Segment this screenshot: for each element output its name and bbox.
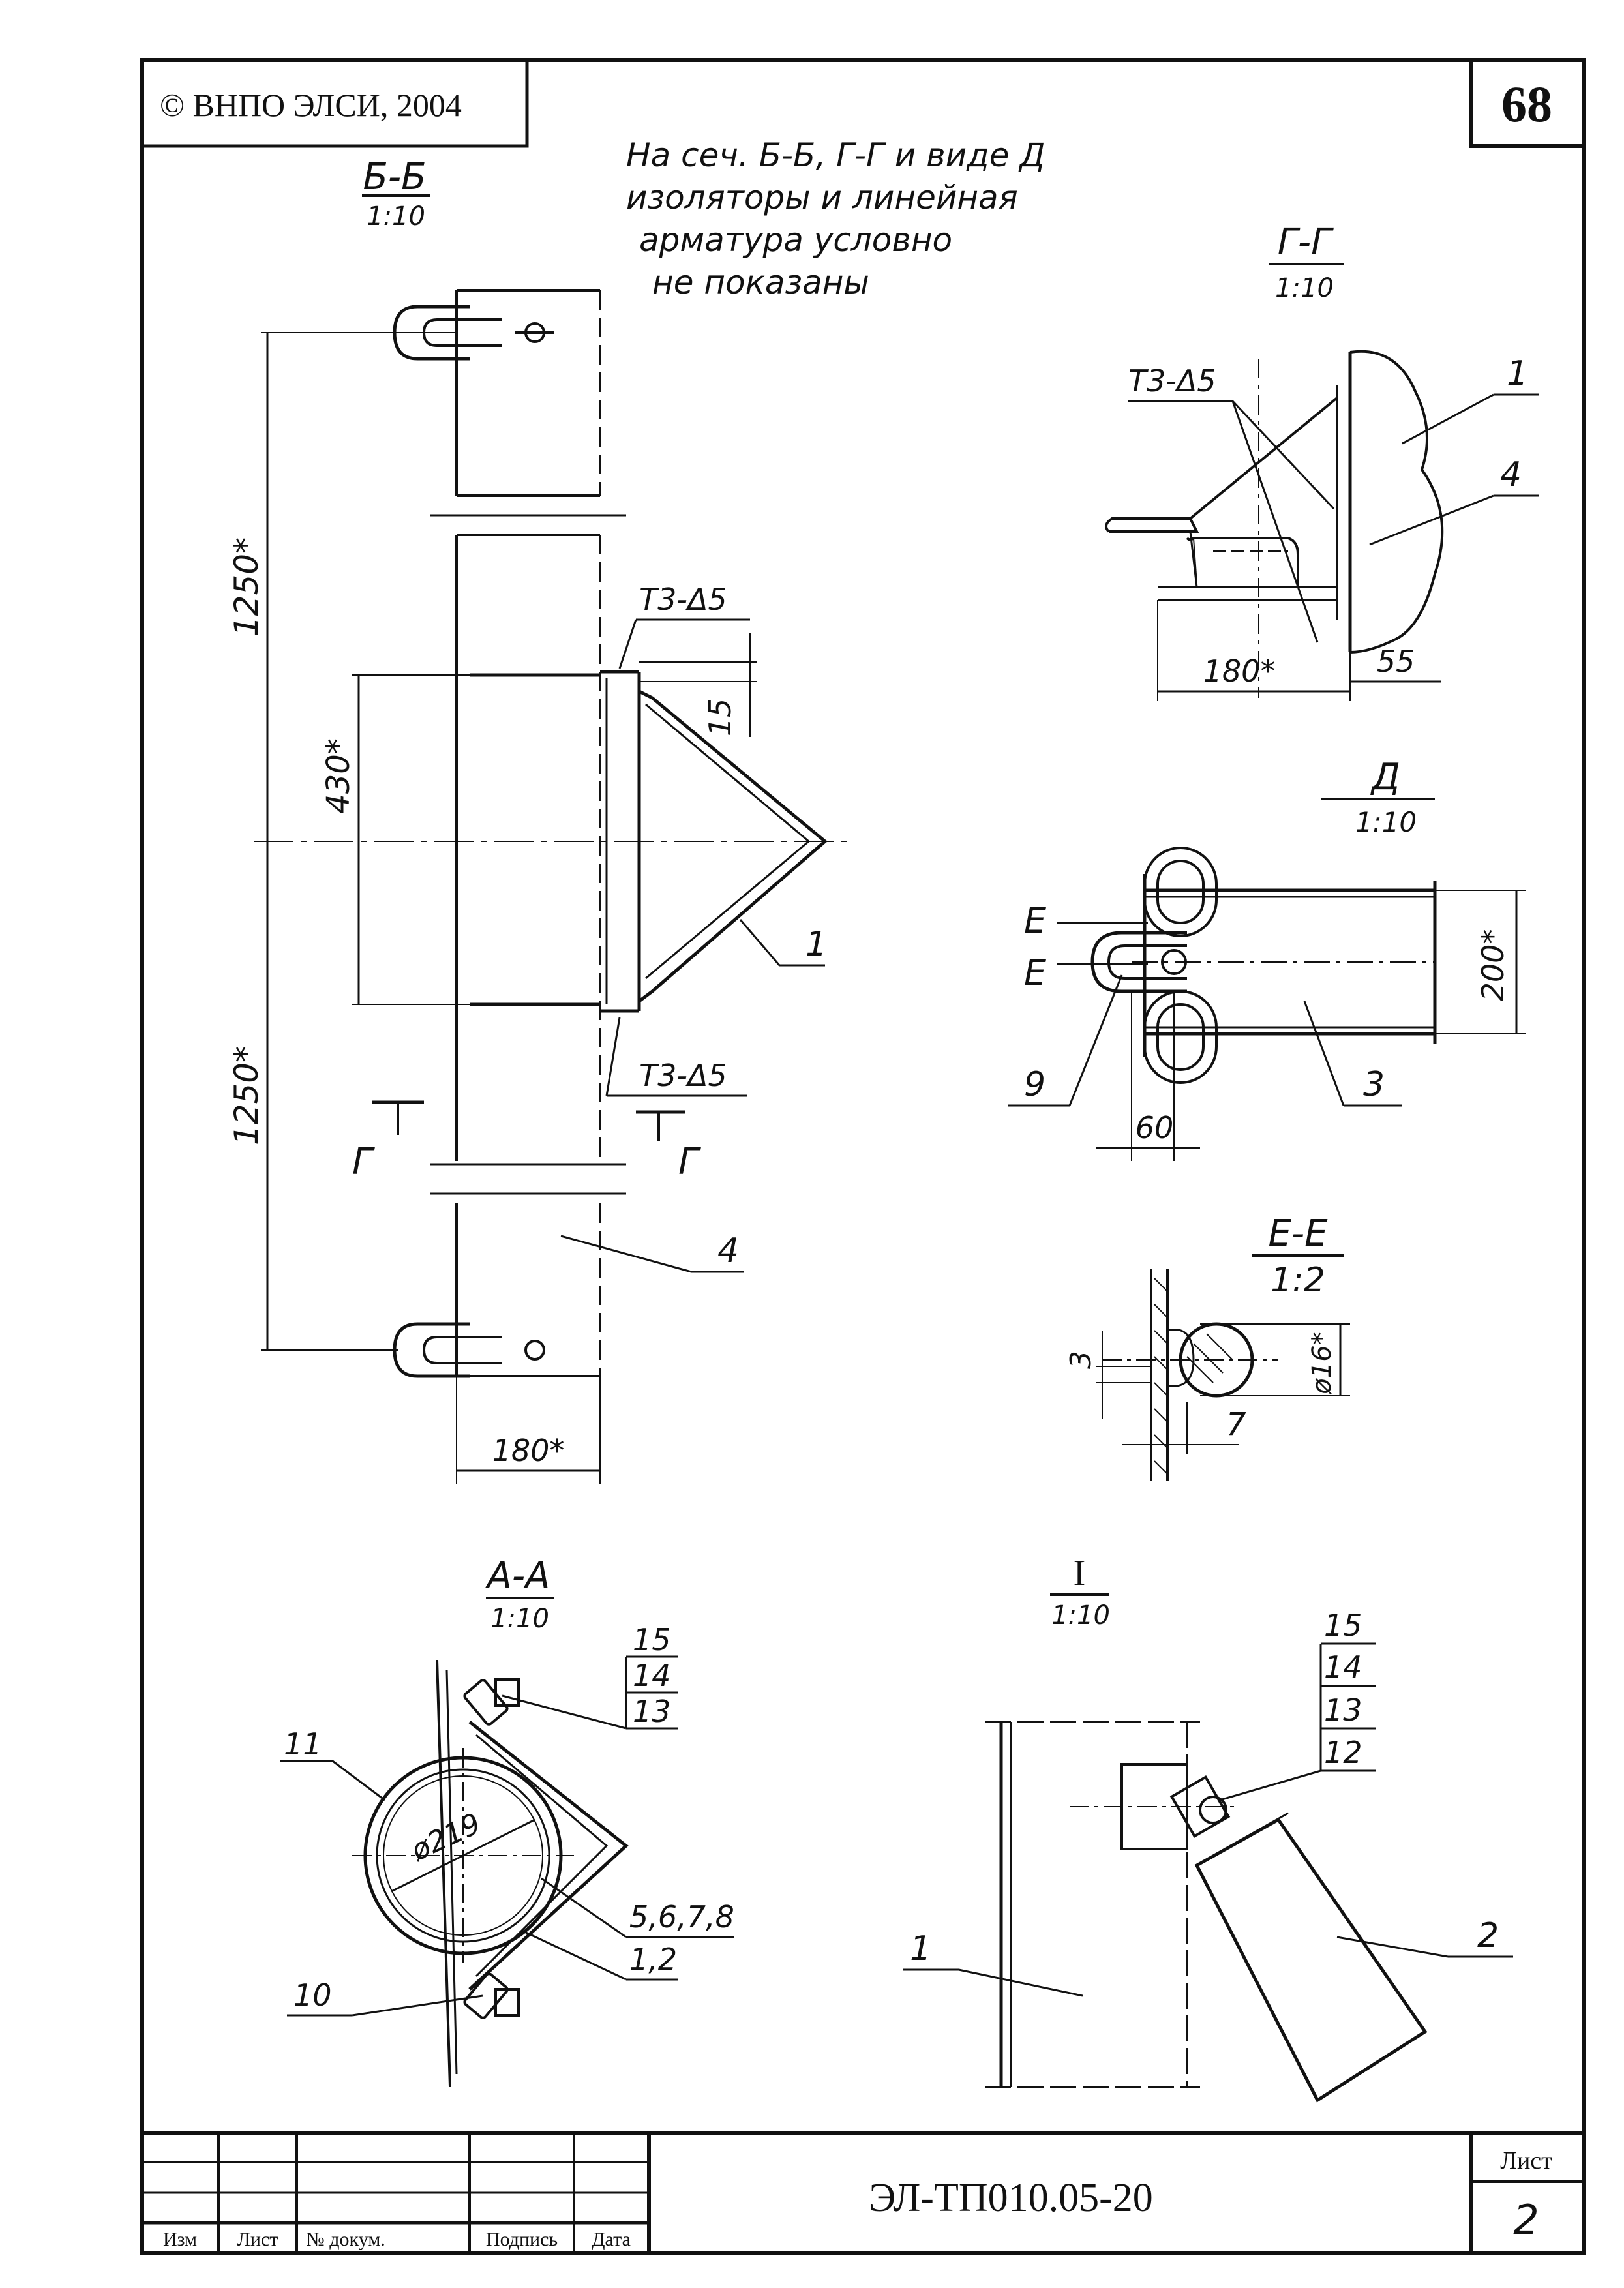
callout-4-gg: 4 xyxy=(1500,455,1522,494)
view-gg-title: Г-Г xyxy=(1278,221,1334,263)
detail-i-title: I xyxy=(1074,1553,1086,1593)
view-d-scale: 1:10 xyxy=(1355,806,1417,838)
callout-1-bb: 1 xyxy=(805,925,827,964)
detail-i-scale: 1:10 xyxy=(1051,1601,1110,1631)
svg-text:изоляторы и линейная: изоляторы и линейная xyxy=(626,179,1018,217)
weld-gg: Т3-Δ5 xyxy=(1128,363,1216,399)
view-aa-title: А-А xyxy=(485,1555,550,1597)
dim-upper-1250: 1250* xyxy=(228,537,265,637)
callout-15-aa: 15 xyxy=(633,1622,671,1657)
dim-180-gg: 180* xyxy=(1203,654,1276,689)
section-mark-g-left: Г xyxy=(352,1141,375,1183)
svg-text:не показаны: не показаны xyxy=(652,263,869,301)
callout-12-aa: 1,2 xyxy=(629,1942,677,1977)
document-code: ЭЛ-ТП010.05-20 xyxy=(869,2176,1153,2220)
sheet-label: Лист xyxy=(1500,2147,1552,2175)
copyright-box xyxy=(140,58,529,148)
page-number-box xyxy=(1469,58,1586,148)
dim-200-d: 200* xyxy=(1475,929,1511,1002)
weld-upper: Т3-Δ5 xyxy=(639,582,727,617)
view-aa-scale: 1:10 xyxy=(490,1604,549,1634)
callout-15-i: 15 xyxy=(1324,1608,1362,1643)
callout-1-i: 1 xyxy=(910,1929,931,1968)
weld-lower: Т3-Δ5 xyxy=(639,1058,727,1093)
svg-text:На сеч. Б-Б, Г-Г и виде Д: На сеч. Б-Б, Г-Г и виде Д xyxy=(626,136,1045,174)
col-sign: Подпись xyxy=(486,2229,558,2250)
callout-5678-aa: 5,6,7,8 xyxy=(629,1899,734,1934)
col-doc: № докум. xyxy=(306,2229,385,2250)
view-bb: Б-Б 1:10 xyxy=(228,156,848,1484)
view-detail-i: I 1:10 15 14 13 12 1 2 xyxy=(903,1553,1513,2103)
col-date: Дата xyxy=(592,2229,631,2250)
callout-1-gg: 1 xyxy=(1507,354,1528,393)
dim-16-ee: ø16* xyxy=(1307,1332,1337,1394)
view-gg: Г-Г 1:10 Т3-Δ5 1 4 180* 55 xyxy=(1105,221,1539,701)
callout-13-aa: 13 xyxy=(633,1694,671,1729)
callout-13-i: 13 xyxy=(1324,1693,1362,1728)
view-ee-scale: 1:2 xyxy=(1271,1261,1325,1300)
callout-14-i: 14 xyxy=(1324,1649,1362,1685)
callout-2-i: 2 xyxy=(1477,1916,1499,1955)
view-bb-title: Б-Б xyxy=(363,156,426,198)
view-gg-scale: 1:10 xyxy=(1275,273,1334,303)
dim-15: 15 xyxy=(702,699,738,737)
view-d: Д 1:10 Е Е 200* 60 xyxy=(1008,756,1526,1161)
callout-3-d: 3 xyxy=(1363,1065,1385,1104)
col-list: Лист xyxy=(237,2229,278,2250)
section-mark-e-1: Е xyxy=(1024,900,1047,941)
view-d-title: Д xyxy=(1370,756,1400,798)
callout-10-aa: 10 xyxy=(293,1978,332,2013)
sheet-number: 2 xyxy=(1513,2196,1539,2244)
copyright-text: © ВНПО ЭЛСИ, 2004 xyxy=(160,87,462,123)
page-number: 68 xyxy=(1501,76,1552,132)
dim-219-aa: ø219 xyxy=(406,1807,486,1868)
col-izm: Изм xyxy=(163,2229,197,2250)
dim-60-d: 60 xyxy=(1135,1110,1174,1145)
section-mark-e-2: Е xyxy=(1024,952,1047,993)
dim-180: 180* xyxy=(492,1433,565,1468)
title-block: Изм Лист № докум. Подпись Дата ЭЛ-ТП010.… xyxy=(142,2131,1584,2253)
dim-55-gg: 55 xyxy=(1377,644,1415,679)
section-mark-g-right: Г xyxy=(678,1141,701,1183)
view-aa: А-А 1:10 ø219 15 14 13 11 10 xyxy=(280,1555,734,2088)
dim-3-ee: 3 xyxy=(1064,1351,1098,1369)
drawing-note: На сеч. Б-Б, Г-Г и виде Д изоляторы и ли… xyxy=(626,136,1045,301)
svg-text:арматура условно: арматура условно xyxy=(639,221,952,259)
view-ee-title: Е-Е xyxy=(1269,1212,1329,1255)
callout-9-d: 9 xyxy=(1024,1065,1045,1104)
view-ee: Е-Е 1:2 ø16* 3 7 xyxy=(1064,1212,1350,1481)
dim-430: 430* xyxy=(320,738,357,814)
dim-7-ee: 7 xyxy=(1226,1406,1246,1443)
callout-14-aa: 14 xyxy=(633,1658,671,1693)
callout-4-bb: 4 xyxy=(717,1231,739,1271)
callout-11-aa: 11 xyxy=(284,1726,322,1762)
dim-lower-1250: 1250* xyxy=(228,1046,265,1145)
callout-12-i: 12 xyxy=(1324,1735,1362,1770)
outer-frame xyxy=(140,58,1586,2255)
view-bb-scale: 1:10 xyxy=(367,202,425,232)
